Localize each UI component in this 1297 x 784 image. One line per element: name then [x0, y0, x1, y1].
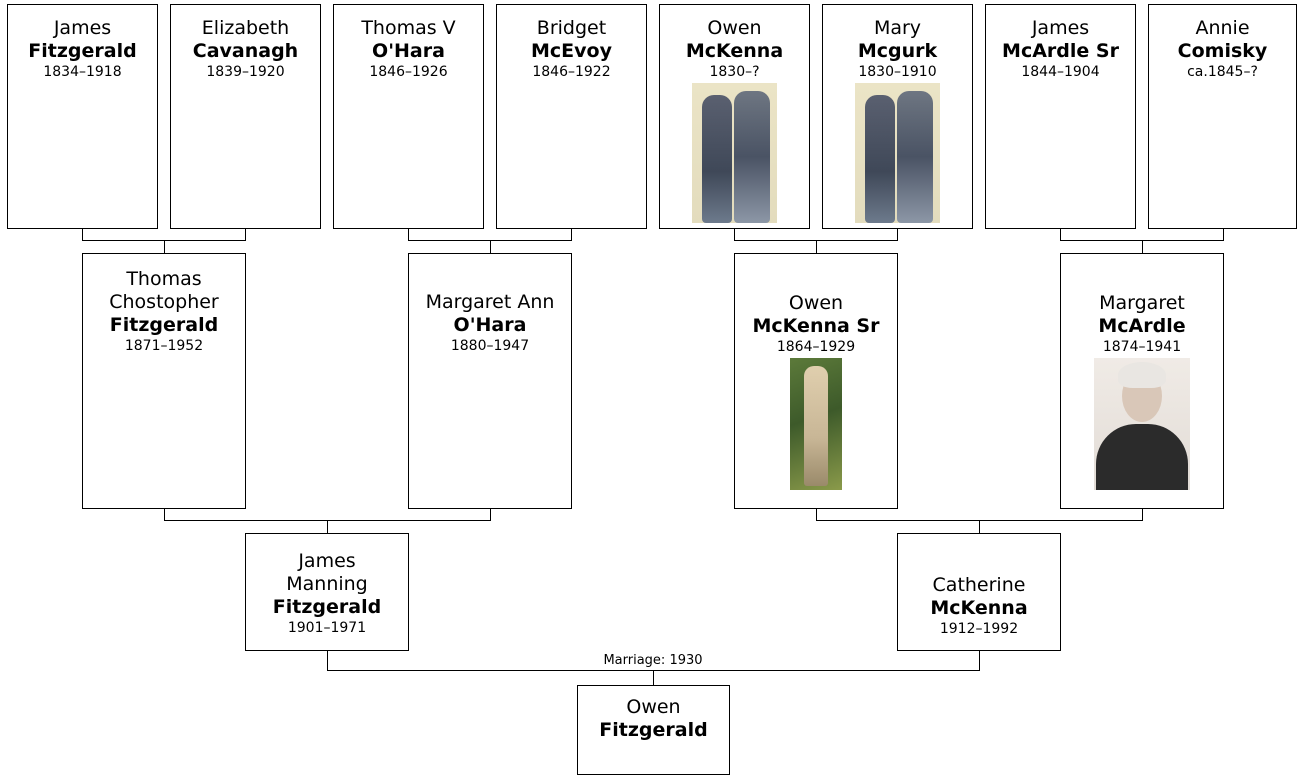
connector: [571, 229, 572, 240]
photo-figure-man: [702, 95, 732, 223]
given-name: Catherine: [932, 574, 1026, 596]
person-card-james-manning-fitzgerald[interactable]: James Manning Fitzgerald 1901–1971: [245, 533, 409, 651]
person-card-owen-mckenna[interactable]: Owen McKenna 1830–?: [659, 4, 810, 229]
life-dates: 1880–1947: [450, 338, 530, 354]
photo-figure-body: [1096, 424, 1188, 490]
surname: Fitzgerald: [272, 596, 382, 618]
marriage-label: Marriage: 1930: [601, 653, 705, 668]
photo-figure-woman: [897, 91, 933, 223]
couple-photo: [692, 83, 777, 223]
given-name: James: [298, 550, 356, 572]
given-name: James: [53, 17, 112, 39]
life-dates: 1846–1922: [532, 64, 611, 80]
person-card-bridget-mcevoy[interactable]: Bridget McEvoy 1846–1922: [496, 4, 647, 229]
life-dates: 1830–1910: [858, 64, 937, 80]
connector: [979, 520, 980, 533]
life-dates: 1839–1920: [206, 64, 285, 80]
surname: McArdle Sr: [1002, 40, 1119, 62]
given-name: Elizabeth: [201, 17, 290, 39]
connector: [490, 240, 491, 253]
life-dates: ca.1845–?: [1187, 64, 1258, 80]
connector: [897, 229, 898, 240]
person-card-mary-mcgurk[interactable]: Mary Mcgurk 1830–1910: [822, 4, 973, 229]
life-dates: 1846–1926: [369, 64, 448, 80]
portrait-photo: [1094, 358, 1190, 490]
person-card-margaret-mcardle[interactable]: Margaret McArdle 1874–1941: [1060, 253, 1224, 509]
connector: [490, 509, 491, 520]
life-dates: 1874–1941: [1102, 339, 1182, 355]
connector: [816, 240, 817, 253]
connector: [245, 229, 246, 240]
given-name: Owen: [626, 696, 681, 718]
connector: [82, 229, 83, 240]
given-name: Annie: [1195, 17, 1250, 39]
couple-photo: [855, 83, 940, 223]
person-card-catherine-mckenna[interactable]: Catherine McKenna 1912–1992: [897, 533, 1061, 651]
given-name: Margaret Ann: [425, 291, 555, 313]
life-dates: 1871–1952: [124, 338, 204, 354]
surname: Comisky: [1177, 40, 1268, 62]
surname: Fitzgerald: [28, 40, 137, 62]
given-name: Owen: [788, 292, 844, 314]
connector: [1060, 229, 1061, 240]
connector: [979, 651, 980, 671]
given-name: Margaret: [1099, 292, 1185, 314]
person-card-thomas-ohara[interactable]: Thomas V O'Hara 1846–1926: [333, 4, 484, 229]
connector: [816, 509, 817, 520]
life-dates: 1864–1929: [776, 339, 856, 355]
given-name: Mary: [873, 17, 922, 39]
surname: McEvoy: [531, 40, 612, 62]
surname: Mcgurk: [857, 40, 938, 62]
photo-figure-hair: [1118, 362, 1166, 388]
given-name: Owen: [707, 17, 762, 39]
connector: [1142, 240, 1143, 253]
connector: [164, 240, 165, 253]
connector: [327, 520, 328, 533]
life-dates: 1844–1904: [1021, 64, 1100, 80]
surname: McArdle: [1098, 315, 1186, 337]
connector: [327, 651, 328, 671]
surname: Fitzgerald: [599, 719, 708, 741]
surname: O'Hara: [453, 314, 527, 336]
life-dates: 1830–?: [709, 64, 760, 80]
connector: [408, 229, 409, 240]
connector: [1223, 229, 1224, 240]
connector: [164, 509, 165, 520]
person-card-margaret-ohara[interactable]: Margaret Ann O'Hara 1880–1947: [408, 253, 572, 509]
photo-figure-man: [804, 366, 828, 486]
surname: McKenna Sr: [752, 315, 880, 337]
life-dates: 1912–1992: [939, 621, 1019, 637]
person-card-owen-fitzgerald[interactable]: Owen Fitzgerald: [577, 685, 730, 775]
given-name-middle: Chostopher: [109, 291, 219, 313]
photo-figure-man: [865, 95, 895, 223]
person-card-james-mcardle[interactable]: James McArdle Sr 1844–1904: [985, 4, 1136, 229]
given-name: Thomas V: [361, 17, 456, 39]
surname: McKenna: [685, 40, 784, 62]
connector: [734, 229, 735, 240]
person-card-thomas-fitzgerald[interactable]: Thomas Chostopher Fitzgerald 1871–1952: [82, 253, 246, 509]
surname: McKenna: [930, 597, 1028, 619]
connector: [653, 670, 654, 685]
person-card-james-fitzgerald[interactable]: James Fitzgerald 1834–1918: [7, 4, 158, 229]
person-card-owen-mckenna-sr[interactable]: Owen McKenna Sr 1864–1929: [734, 253, 898, 509]
person-card-annie-comisky[interactable]: Annie Comisky ca.1845–?: [1148, 4, 1297, 229]
surname: Cavanagh: [192, 40, 299, 62]
surname: Fitzgerald: [109, 314, 219, 336]
photo-figure-woman: [734, 91, 770, 223]
life-dates: 1834–1918: [43, 64, 122, 80]
person-card-elizabeth-cavanagh[interactable]: Elizabeth Cavanagh 1839–1920: [170, 4, 321, 229]
given-name: Bridget: [536, 17, 607, 39]
portrait-photo: [790, 358, 842, 490]
life-dates: 1901–1971: [287, 620, 367, 636]
surname: O'Hara: [372, 40, 445, 62]
given-name: James: [1031, 17, 1090, 39]
connector: [1142, 509, 1143, 520]
given-name: Thomas: [126, 268, 202, 290]
given-name-middle: Manning: [286, 573, 368, 595]
